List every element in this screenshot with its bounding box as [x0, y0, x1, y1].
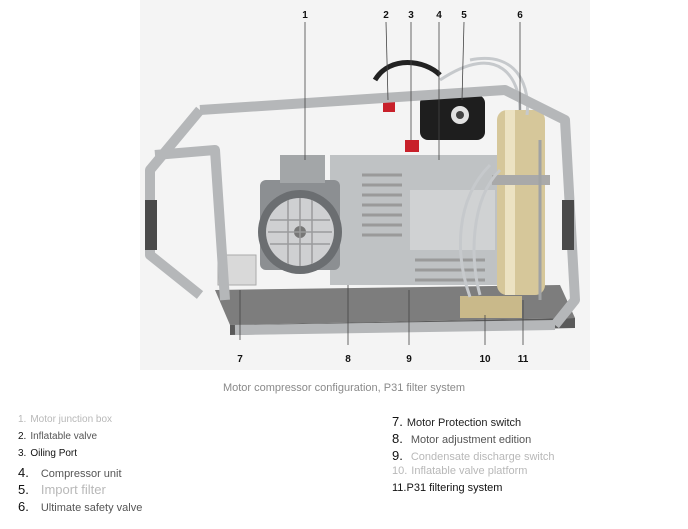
inflatable-valve	[383, 100, 395, 112]
p31-filter-cylinder	[497, 110, 545, 295]
legend-item-10: 10.Inflatable valve platform	[392, 465, 555, 482]
legend-label: Compressor unit	[40, 468, 122, 480]
legend-label: Motor junction box	[30, 414, 113, 425]
legend-label: Motor adjustment edition	[410, 434, 532, 446]
inflatable-valve-platform	[460, 296, 522, 318]
legend-number: 4.	[18, 465, 29, 480]
legend-number: 3.	[18, 448, 27, 459]
legend-number: 10.	[392, 465, 408, 477]
legend-number: 7.	[392, 414, 403, 429]
cooling-coil	[362, 173, 485, 282]
callout-9: 9	[406, 354, 412, 365]
legend-item-1: 1.Motor junction box	[18, 414, 142, 431]
callout-6: 6	[517, 10, 523, 21]
legend-item-2: 2.Inflatable valve	[18, 431, 142, 448]
legend-number: 1.	[18, 414, 27, 425]
legend-label: Ultimate safety valve	[40, 502, 143, 514]
legend-label: Oiling Port	[30, 448, 78, 459]
legend-number: 8.	[392, 431, 403, 446]
callout-8: 8	[345, 354, 351, 365]
legend-label: Inflatable valve	[30, 431, 98, 442]
legend-number: 5.	[18, 482, 29, 497]
callout-4: 4	[436, 10, 442, 21]
legend-item-4: 4. Compressor unit	[18, 465, 142, 482]
compressor-figure: 1 2 3 4 5 6 7 8 9 10 11	[140, 0, 590, 370]
legend-item-5: 5. Import filter	[18, 482, 142, 499]
legend-right: 7.Motor Protection switch 8. Motor adjust…	[392, 414, 555, 499]
callout-7: 7	[237, 354, 243, 365]
legend-number: 2.	[18, 431, 27, 442]
figure-caption: Motor compressor configuration, P31 filt…	[222, 382, 466, 394]
legend-label: Inflatable valve platform	[411, 465, 528, 477]
motor-junction-box	[280, 155, 325, 183]
legend-number: 11.	[392, 482, 407, 494]
callout-10: 10	[479, 354, 491, 365]
callout-5: 5	[461, 10, 467, 21]
legend-item-8: 8. Motor adjustment edition	[392, 431, 555, 448]
callout-1: 1	[302, 10, 308, 21]
legend-label: Import filter	[40, 482, 106, 497]
legend-item-11: 11.P31 filtering system	[392, 482, 555, 499]
oiling-port	[405, 140, 419, 152]
legend-label: Condensate discharge switch	[410, 451, 555, 463]
legend-item-7: 7.Motor Protection switch	[392, 414, 555, 431]
callout-leader-lines	[239, 21, 524, 345]
legend-left: 1.Motor junction box 2.Inflatable valve …	[18, 414, 142, 516]
legend-number: 6.	[18, 499, 29, 514]
legend-number: 9.	[392, 448, 403, 463]
legend-item-3: 3.Oiling Port	[18, 448, 142, 465]
callout-11: 11	[518, 354, 529, 365]
legend-item-9: 9. Condensate discharge switch	[392, 448, 555, 465]
callout-2: 2	[383, 10, 389, 21]
legend-item-6: 6. Ultimate safety valve	[18, 499, 142, 516]
legend-label: Motor Protection switch	[406, 417, 522, 429]
callout-3: 3	[408, 10, 414, 21]
legend-label: P31 filtering system	[406, 482, 503, 494]
